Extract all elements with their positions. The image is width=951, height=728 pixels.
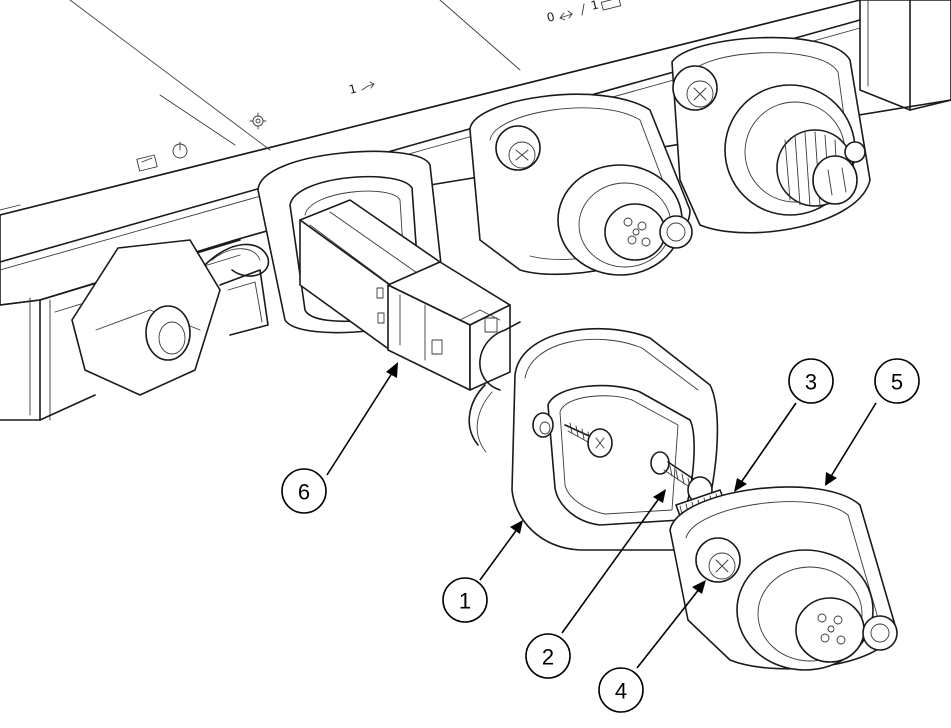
arrowhead-3: [734, 478, 747, 492]
port-0-marking: 0 1: [545, 0, 622, 25]
callout-5-circle: [874, 358, 920, 404]
power-icon: [172, 141, 188, 159]
m12-connector-right: [671, 36, 871, 234]
callout-2: 2: [525, 633, 571, 679]
callout-5: 5: [874, 358, 920, 404]
arrowhead-4: [692, 580, 706, 594]
port-divider-icon: [581, 3, 585, 16]
hex-dust-cap: [71, 239, 270, 396]
callout-1-label: 1: [459, 589, 471, 614]
surface-icons: 1 0 1: [136, 0, 622, 172]
port-1-label: 1: [347, 81, 358, 96]
arrowhead-2: [653, 489, 666, 503]
callout-1: 1: [442, 577, 488, 623]
leader-6: [326, 369, 395, 476]
detached-m12-connector: [669, 486, 898, 671]
port-1-marking: 1: [347, 81, 375, 97]
captive-screw: [695, 537, 741, 583]
leader-1: [479, 527, 519, 581]
callout-3: 3: [788, 358, 834, 404]
callout-1-circle: [442, 577, 488, 623]
callout-2-circle: [525, 633, 571, 679]
gear-icon: [249, 112, 267, 130]
port-1-arrow-icon: [361, 81, 375, 91]
callout-leaders: [326, 362, 877, 669]
callout-6: 6: [281, 468, 327, 514]
leader-5: [829, 402, 877, 479]
callout-6-circle: [281, 468, 327, 514]
port-1-hybrid-label: 1: [589, 0, 600, 13]
arrowhead-1: [510, 520, 523, 534]
sfp-transceiver: [299, 199, 511, 391]
callout-6-label: 6: [298, 480, 310, 505]
device-icon: [136, 154, 158, 172]
mounting-bracket: [468, 321, 719, 551]
leader-2: [561, 496, 661, 634]
callout-3-label: 3: [805, 370, 817, 395]
callout-4-circle: [598, 667, 644, 713]
hybrid-port-icon: [600, 0, 622, 11]
callout-3-circle: [788, 358, 834, 404]
port-0-label: 0: [545, 9, 556, 24]
m12-connector-middle: [469, 93, 693, 276]
callout-4: 4: [598, 667, 644, 713]
arrowhead-6: [386, 362, 398, 378]
callout-2-label: 2: [542, 645, 554, 670]
port-0-arrow-icon: [559, 10, 573, 21]
leader-3: [739, 402, 797, 485]
callout-4-label: 4: [615, 679, 627, 704]
arrowhead-5: [825, 472, 837, 486]
leader-4: [636, 587, 701, 669]
callout-5-label: 5: [891, 370, 903, 395]
